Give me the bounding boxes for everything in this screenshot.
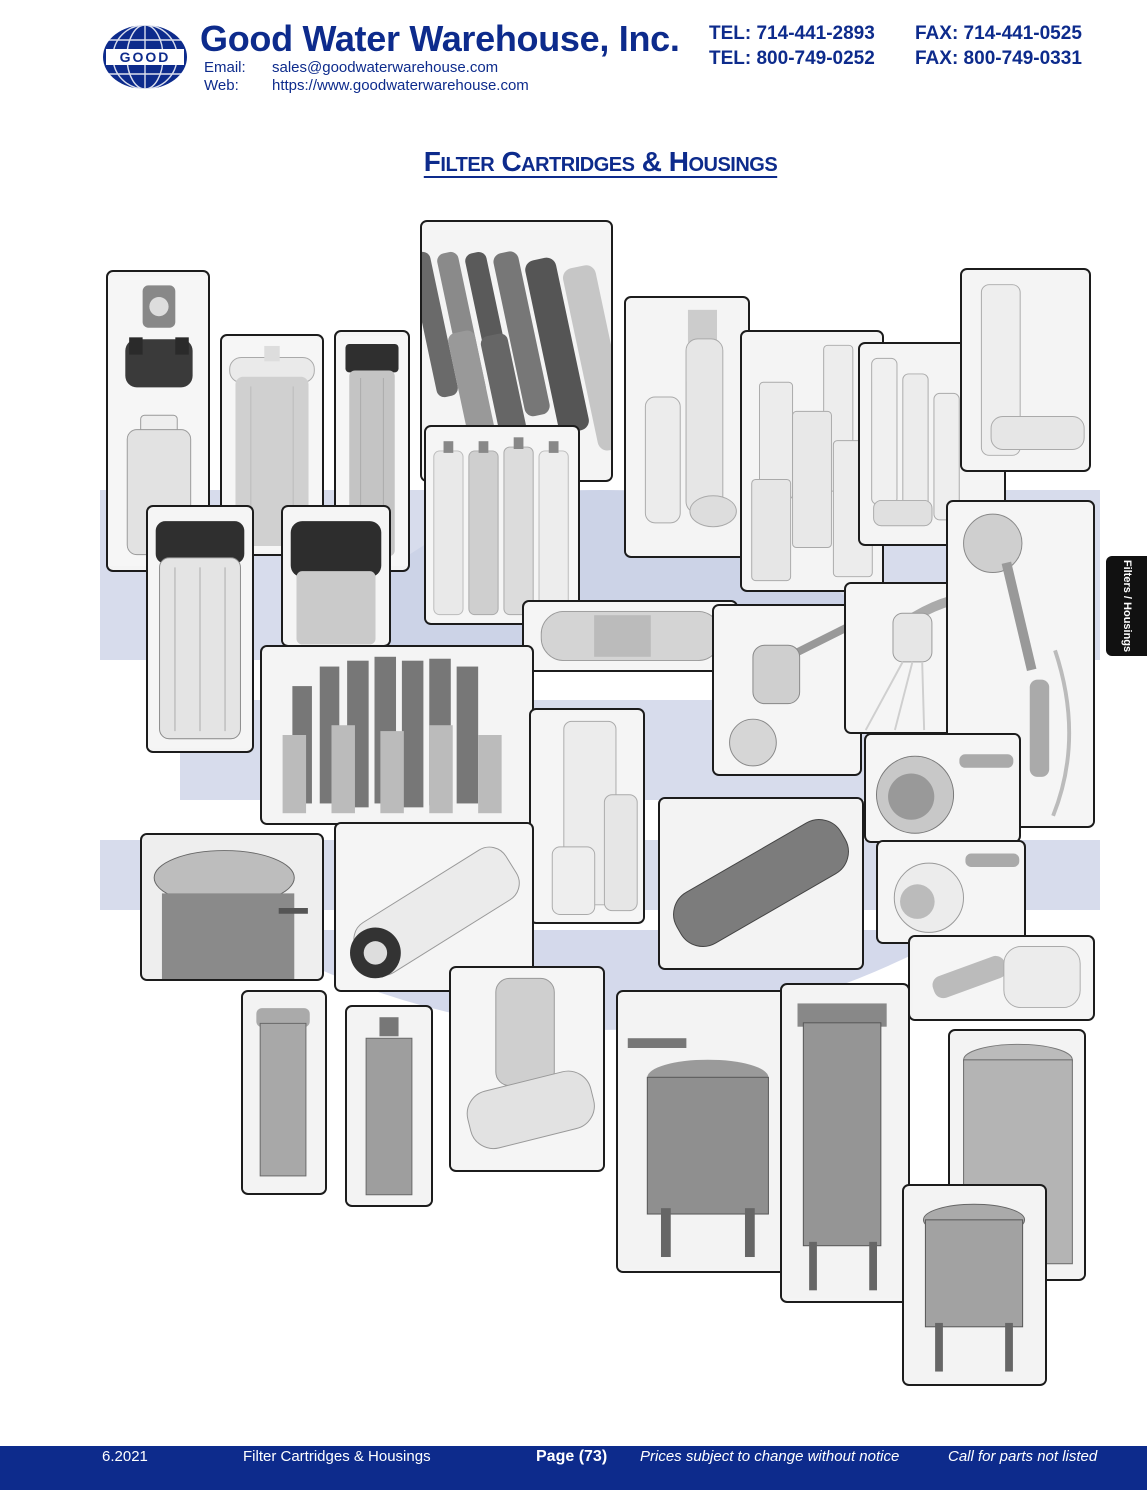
shower-filter-chrome-photo <box>712 604 862 776</box>
page-title: Filter Cartridges & Housings <box>423 146 778 177</box>
black-cap-housing-photo <box>281 505 391 647</box>
ro-cartridges-photo <box>424 425 580 625</box>
web-link[interactable]: https://www.goodwaterwarehouse.com <box>272 77 529 94</box>
clear-housing-photo <box>146 505 254 753</box>
tall-filter-vessel-photo <box>780 983 910 1303</box>
footer-price-note: Prices subject to change without notice <box>640 1448 900 1465</box>
email-link[interactable]: sales@goodwaterwarehouse.com <box>272 59 499 76</box>
wound-cartridges-photo <box>449 966 605 1172</box>
undersink-system-photo <box>624 296 750 558</box>
web-label: Web: <box>204 77 239 94</box>
inline-usa-filter-photo <box>960 268 1091 472</box>
fax-tollfree: FAX: 800-749-0331 <box>915 48 1082 69</box>
footer-parts-note: Call for parts not listed <box>948 1448 1098 1465</box>
faucet-filter-photo <box>908 935 1095 1021</box>
bag-filter-vessel-photo <box>616 990 788 1273</box>
usa-carbon-block-photo <box>522 600 738 672</box>
logo-text: GOOD <box>120 49 171 65</box>
duplex-bag-vessel-photo <box>902 1184 1047 1386</box>
steel-housing-lid-photo <box>140 833 324 981</box>
assorted-cartridges-photo <box>260 645 534 825</box>
pleated-cartridge-photo <box>334 822 534 992</box>
fax-primary: FAX: 714-441-0525 <box>915 23 1082 44</box>
footer-bar <box>0 1446 1147 1490</box>
shower-head-white-photo <box>876 840 1026 944</box>
company-logo: GOOD <box>102 24 188 90</box>
steel-bag-housing-photo <box>345 1005 433 1207</box>
tel-tollfree: TEL: 800-749-0252 <box>709 48 875 69</box>
shower-head-chrome-photo <box>864 733 1021 843</box>
replacement-filters-photo <box>740 330 884 592</box>
steel-multi-housing-photo <box>241 990 327 1195</box>
section-side-tab[interactable]: Filters / Housings <box>1106 556 1147 656</box>
pleated-cartridges-photo <box>529 708 645 924</box>
tel-primary: TEL: 714-441-2893 <box>709 23 875 44</box>
mesh-cartridge-photo <box>658 797 864 970</box>
side-tab-label: Filters / Housings <box>1120 559 1133 653</box>
email-label: Email: <box>204 59 246 76</box>
footer-page-number: Page (73) <box>536 1448 608 1465</box>
footer-date: 6.2021 <box>102 1448 148 1465</box>
company-name: Good Water Warehouse, Inc. <box>200 18 680 59</box>
footer-section: Filter Cartridges & Housings <box>243 1448 431 1465</box>
